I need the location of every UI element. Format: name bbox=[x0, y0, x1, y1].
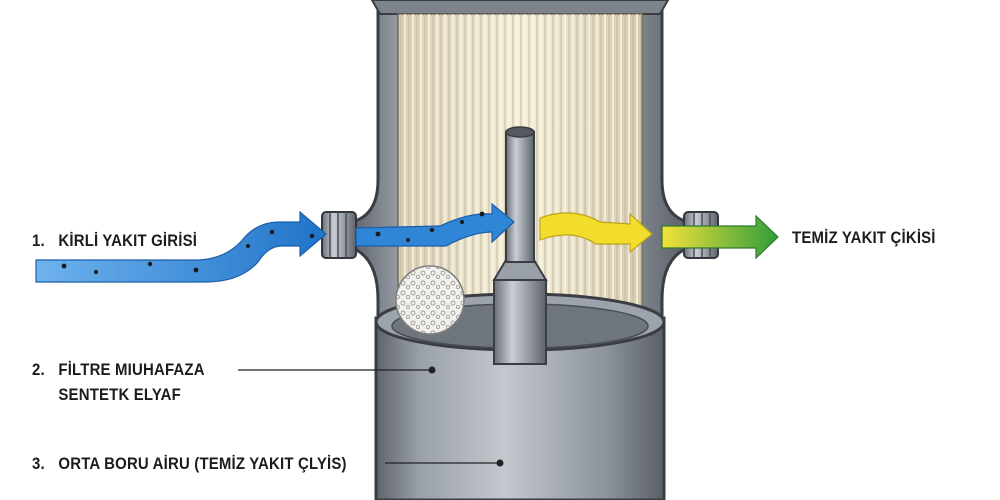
housing-label: 2. FİLTRE MIUHAFAZA bbox=[32, 360, 205, 380]
bottom-bowl bbox=[374, 292, 666, 500]
top-cap bbox=[370, 0, 670, 15]
inlet-number: 1. bbox=[32, 231, 45, 250]
housing-text-line1: FİLTRE MIUHAFAZA bbox=[58, 360, 205, 379]
outlet-flow-arrow bbox=[661, 214, 779, 260]
dirty-fuel-flow bbox=[35, 210, 327, 283]
housing-number: 2. bbox=[32, 360, 45, 379]
center-text: ORTA BORU AİRU (TEMİZ YAKIT ÇLYİS) bbox=[58, 454, 347, 473]
center-tube-label: 3. ORTA BORU AİRU (TEMİZ YAKIT ÇLYİS) bbox=[32, 454, 347, 474]
contaminant-particles bbox=[61, 211, 485, 274]
clean-fuel-flow bbox=[539, 212, 653, 254]
inlet-label: 1. KİRLİ YAKIT GİRİSİ bbox=[32, 231, 197, 251]
fiber-magnifier bbox=[395, 265, 465, 335]
outlet-label: TEMİZ YAKIT ÇİKİSİ bbox=[792, 228, 936, 247]
inlet-fitting bbox=[321, 211, 357, 259]
housing-text-line2: SENTETK ELYAF bbox=[58, 385, 181, 404]
center-number: 3. bbox=[32, 454, 45, 473]
internal-dirty-flow bbox=[355, 202, 515, 247]
center-tube bbox=[492, 126, 548, 365]
inlet-text: KİRLİ YAKIT GİRİSİ bbox=[58, 231, 198, 250]
